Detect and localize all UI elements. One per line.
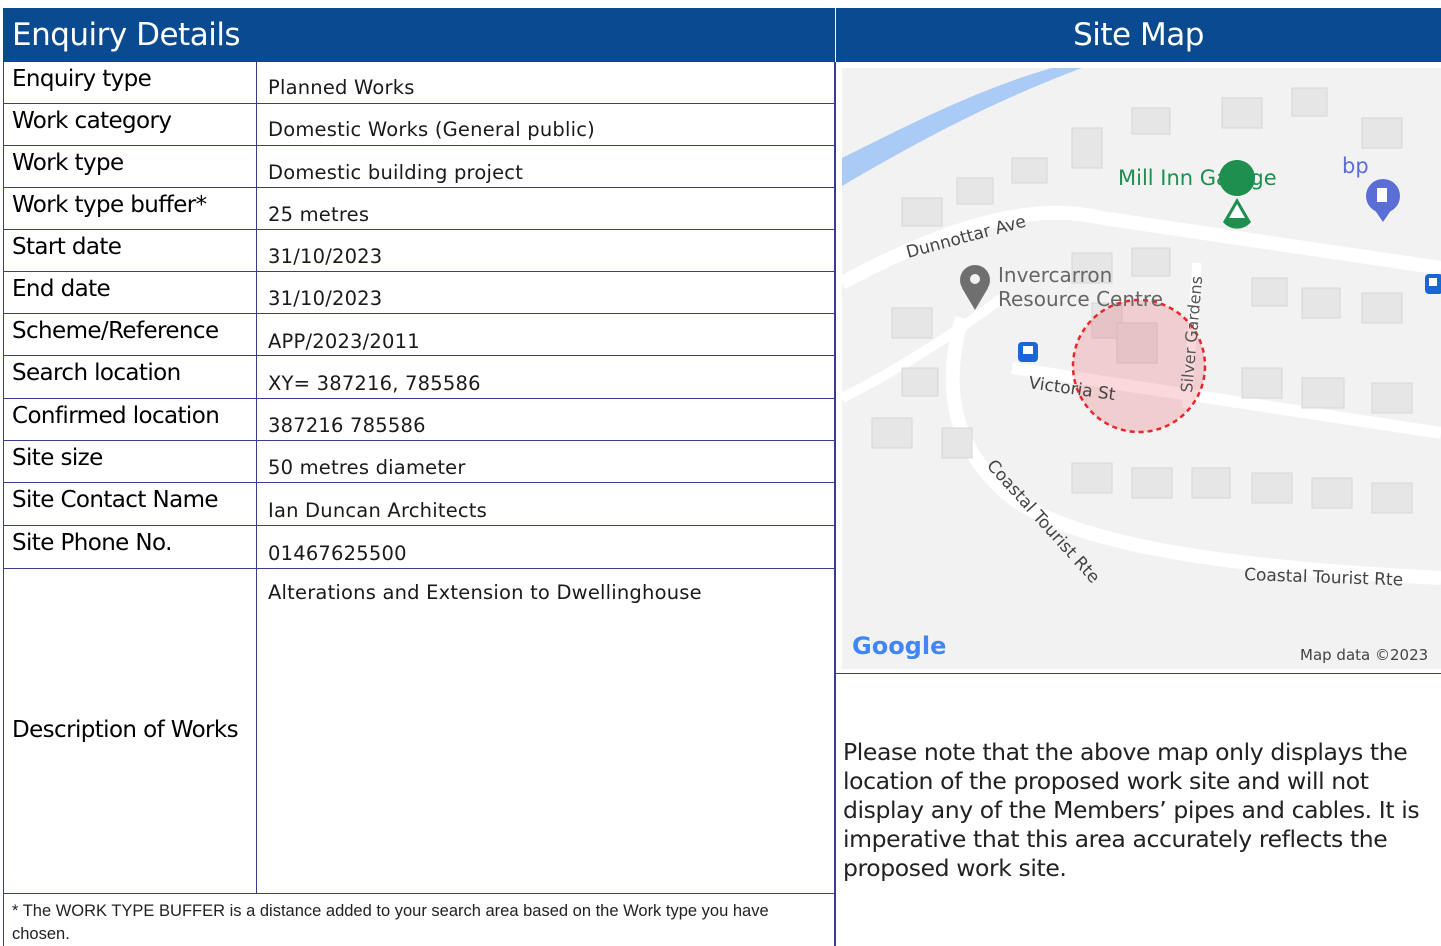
map-data-attribution: Map data ©2023: [1300, 646, 1428, 664]
row-value: APP/2023/2011: [268, 330, 420, 353]
table-row: End date 31/10/2023: [4, 272, 834, 314]
row-label: Work category: [12, 108, 172, 134]
table-row: Search location XY= 387216, 785586: [4, 356, 834, 399]
row-value: Ian Duncan Architects: [268, 499, 488, 522]
row-value: XY= 387216, 785586: [268, 372, 481, 395]
google-logo: Google: [852, 632, 946, 660]
bus-stop-icon-2: [1425, 274, 1441, 294]
table-row: Work type Domestic building project: [4, 146, 834, 188]
road-silver-gardens: [1182, 262, 1202, 409]
fuel-pump-icon: [1366, 179, 1400, 222]
row-value: 50 metres diameter: [268, 456, 466, 479]
enquiry-details-header: Enquiry Details: [3, 8, 835, 62]
label-mill-inn-garage: Mill Inn Garage: [1118, 166, 1277, 190]
row-value: Alterations and Extension to Dwellinghou…: [268, 581, 702, 604]
row-value: Planned Works: [268, 76, 415, 99]
site-map[interactable]: Mill Inn Garage bp Dunnottar Ave Inverca…: [842, 68, 1441, 669]
road-dunnottar-ave: [842, 205, 1441, 290]
row-label: Search location: [12, 360, 181, 386]
row-value: 01467625500: [268, 542, 407, 565]
row-value: 31/10/2023: [268, 287, 383, 310]
table-row: Start date 31/10/2023: [4, 230, 834, 272]
row-label: End date: [12, 276, 111, 302]
row-label: Work type buffer*: [12, 192, 207, 218]
row-label: Site Phone No.: [12, 530, 172, 556]
row-value: 387216 785586: [268, 414, 426, 437]
bus-stop-icon: [1018, 342, 1038, 362]
right-divider: [835, 62, 836, 946]
row-label: Description of Works: [12, 717, 239, 743]
row-label: Start date: [12, 234, 122, 260]
table-row: Enquiry type Planned Works: [4, 62, 834, 104]
site-circle: [1071, 298, 1207, 434]
row-label: Enquiry type: [12, 66, 152, 92]
road-coastal-tourist: [945, 316, 1441, 585]
label-invercarron-line1: Invercarron: [998, 263, 1112, 287]
map-pin-icon: [960, 265, 990, 310]
row-value: Domestic Works (General public): [268, 118, 595, 141]
table-row-description: Description of Works Alterations and Ext…: [4, 569, 834, 894]
table-row: Site Phone No. 01467625500: [4, 526, 834, 569]
row-label: Site size: [12, 445, 103, 471]
footnote: * The WORK TYPE BUFFER is a distance add…: [12, 902, 769, 943]
label-invercarron-line2: Resource Centre: [998, 287, 1163, 311]
table-row: Site Contact Name Ian Duncan Architects: [4, 483, 834, 526]
buildings: [871, 87, 1413, 514]
enquiry-details-table: Enquiry type Planned Works Work category…: [3, 62, 835, 946]
label-bp: bp: [1342, 154, 1369, 178]
road-minor: [842, 293, 1005, 403]
row-label: Confirmed location: [12, 403, 220, 429]
row-label: Site Contact Name: [12, 487, 219, 513]
row-value: Domestic building project: [268, 161, 524, 184]
table-row: Work category Domestic Works (General pu…: [4, 104, 834, 146]
table-row: Site size 50 metres diameter: [4, 441, 834, 483]
row-value: 31/10/2023: [268, 245, 383, 268]
row-value: 25 metres: [268, 203, 370, 226]
road-victoria-st: [1011, 362, 1441, 439]
site-map-header: Site Map: [836, 8, 1441, 62]
map-disclaimer-note: Please note that the above map only disp…: [843, 738, 1420, 882]
table-row: Scheme/Reference APP/2023/2011: [4, 314, 834, 356]
map-bottom-border: [836, 673, 1441, 674]
table-row: Work type buffer* 25 metres: [4, 188, 834, 230]
table-row: Confirmed location 387216 785586: [4, 399, 834, 441]
header-divider: [835, 8, 836, 62]
tree-icon: [1219, 160, 1256, 229]
map-canvas: Mill Inn Garage bp Dunnottar Ave Inverca…: [842, 68, 1441, 669]
column-divider: [256, 62, 257, 894]
row-label: Work type: [12, 150, 124, 176]
row-label: Scheme/Reference: [12, 318, 219, 344]
